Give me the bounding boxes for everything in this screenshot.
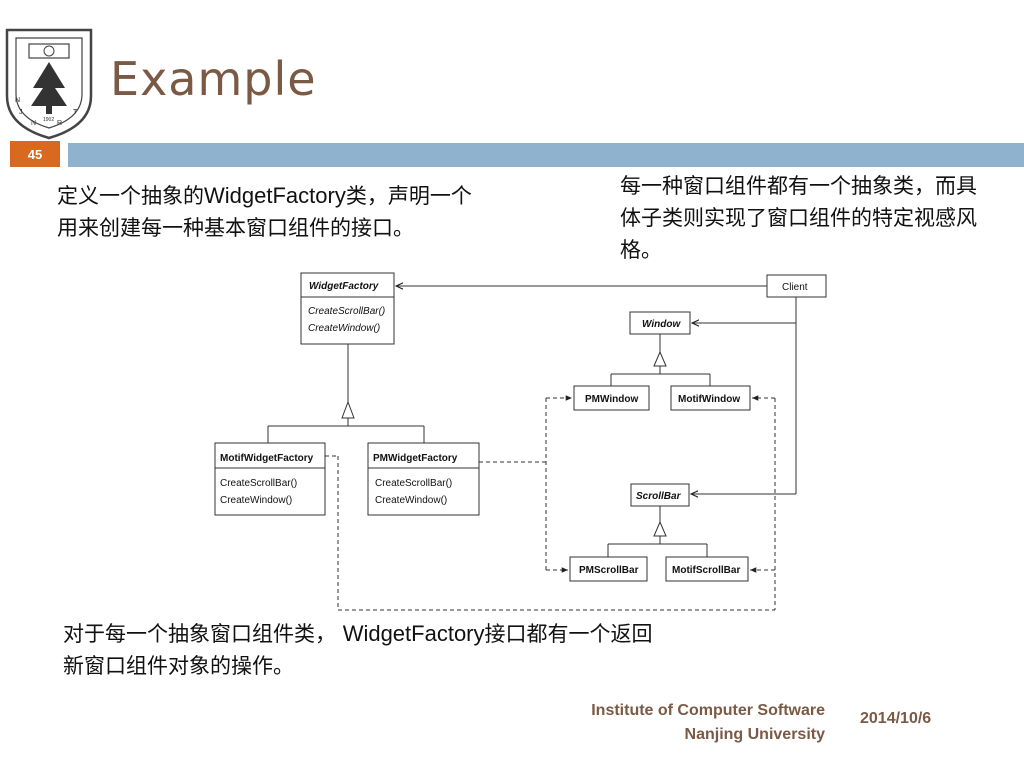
- text-left-latin: WidgetFactory: [204, 183, 346, 208]
- text-left-part2: 类，声明一个用来创建每一种基本窗口组件的接口。: [57, 184, 472, 240]
- motif-widget-factory-class: MotifWidgetFactory CreateScrollBar() Cre…: [214, 442, 326, 516]
- client-associations: [396, 286, 797, 494]
- factory-inheritance: [267, 344, 425, 443]
- text-bottom-latin: WidgetFactory: [342, 621, 485, 646]
- pm-factory-op2: CreateWindow(): [375, 495, 447, 506]
- slide-title: Example: [110, 52, 317, 106]
- window-class: Window: [629, 311, 691, 335]
- logo-year: 1902: [43, 117, 54, 123]
- pm-scrollbar-class: PMScrollBar: [569, 556, 648, 582]
- footer-institute: Institute of Computer Software Nanjing U…: [470, 699, 825, 747]
- motif-factory-name: MotifWidgetFactory: [220, 453, 314, 464]
- svg-text:N: N: [15, 97, 20, 104]
- motif-factory-op1: CreateScrollBar(): [220, 478, 297, 489]
- text-left-description: 定义一个抽象的WidgetFactory类，声明一个用来创建每一种基本窗口组件的…: [57, 180, 487, 244]
- footer-institute-line1: Institute of Computer Software: [591, 702, 825, 719]
- text-bottom-description: 对于每一个抽象窗口组件类， WidgetFactory接口都有一个返回新窗口组件…: [63, 618, 673, 682]
- widget-factory-op1: CreateScrollBar(): [308, 306, 385, 317]
- client-name: Client: [782, 282, 808, 293]
- pm-window-class: PMWindow: [573, 385, 650, 411]
- text-left-part1: 定义一个抽象的: [57, 184, 204, 208]
- svg-text:T: T: [73, 109, 78, 116]
- motif-scrollbar-name: MotifScrollBar: [672, 565, 740, 576]
- text-bottom-part1: 对于每一个抽象窗口组件类，: [63, 622, 336, 646]
- window-inheritance: [610, 334, 711, 386]
- pm-factory-name: PMWidgetFactory: [373, 453, 458, 464]
- pm-factory-op1: CreateScrollBar(): [375, 478, 452, 489]
- svg-text:J: J: [19, 109, 23, 116]
- footer-institute-line2: Nanjing University: [684, 726, 825, 743]
- widget-factory-op2: CreateWindow(): [308, 323, 380, 334]
- text-right-description: 每一种窗口组件都有一个抽象类，而具体子类则实现了窗口组件的特定视感风格。: [620, 174, 977, 262]
- slide-number: 45: [10, 141, 60, 167]
- pm-widget-factory-class: PMWidgetFactory CreateScrollBar() Create…: [367, 442, 480, 516]
- widget-factory-name: WidgetFactory: [309, 281, 379, 292]
- scrollbar-name: ScrollBar: [636, 491, 682, 502]
- dependency-lines: [325, 395, 776, 611]
- header-bar: [68, 143, 1024, 167]
- text-bottom-part2: 接口都有一个返回新窗口组件对象的操作。: [63, 622, 653, 678]
- pm-scrollbar-name: PMScrollBar: [579, 565, 639, 576]
- widget-factory-class: WidgetFactory CreateScrollBar() CreateWi…: [300, 272, 395, 345]
- motif-factory-op2: CreateWindow(): [220, 495, 292, 506]
- footer-date: 2014/10/6: [860, 710, 932, 727]
- svg-text:R: R: [57, 120, 62, 127]
- client-class: Client: [766, 274, 827, 298]
- scrollbar-inheritance: [607, 506, 708, 557]
- motif-window-name: MotifWindow: [678, 394, 740, 405]
- nanjing-university-logo: N J N R T 1902: [5, 28, 93, 140]
- window-name: Window: [642, 319, 681, 330]
- motif-scrollbar-class: MotifScrollBar: [665, 556, 749, 582]
- svg-text:N: N: [31, 120, 36, 127]
- motif-window-class: MotifWindow: [670, 385, 751, 411]
- pm-window-name: PMWindow: [585, 394, 638, 405]
- scrollbar-class: ScrollBar: [630, 483, 690, 507]
